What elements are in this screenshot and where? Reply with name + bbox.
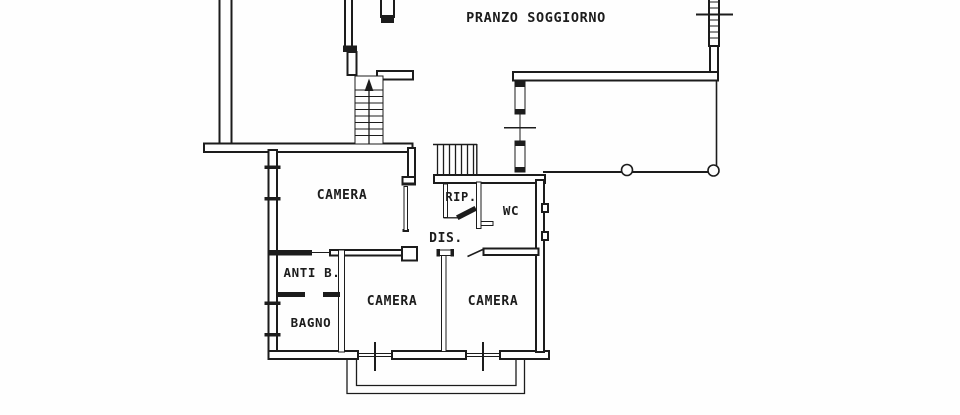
- lintel: [343, 45, 357, 52]
- wall-segment: [440, 254, 447, 353]
- room-label-hallway: DIS.: [429, 231, 463, 246]
- window-cap: [514, 141, 526, 146]
- window-tick: [264, 197, 281, 201]
- room-label-bedroom-left: CAMERA: [367, 294, 418, 309]
- wall-cap: [436, 249, 440, 257]
- wall-segment: [391, 350, 467, 360]
- staircase-entrance: [433, 143, 478, 175]
- window-tick: [264, 301, 281, 305]
- wall-segment-solid: [323, 292, 340, 297]
- door-leaf-swing: [467, 247, 486, 258]
- staircase-up: [354, 75, 384, 145]
- column: [707, 164, 720, 177]
- room-label-bathroom: BAGNO: [291, 315, 332, 330]
- wall-segment: [203, 142, 414, 153]
- room-label-bedroom-top: CAMERA: [317, 188, 368, 203]
- wall-segment: [344, 0, 353, 51]
- wall-segment: [218, 0, 233, 153]
- wall-cap: [381, 15, 394, 23]
- door-jamb-block: [401, 246, 418, 262]
- window-tick: [264, 165, 281, 169]
- window-cap: [514, 167, 526, 172]
- wall-segment: [512, 71, 719, 82]
- wall-segment-solid: [276, 292, 305, 297]
- balcony-parapet-outer: [346, 359, 526, 395]
- stair-steps: [436, 145, 475, 175]
- wall-segment: [346, 51, 358, 76]
- wall-segment: [267, 350, 359, 360]
- wall-segment: [475, 181, 482, 230]
- door-leaf-solid: [456, 206, 477, 220]
- room-label-anteroom: ANTI B.: [284, 265, 341, 280]
- column: [620, 163, 634, 177]
- solid-wall-group: [264, 15, 454, 337]
- wall-foot: [480, 221, 494, 226]
- room-label-bedroom-right: CAMERA: [468, 294, 519, 309]
- wall-segment: [433, 174, 546, 184]
- wall-shaft-notch: [541, 203, 549, 213]
- wall-segment: [380, 0, 395, 18]
- room-labels-group: PRANZO SOGGIORNO CAMERA RIP. WC DIS. ANT…: [284, 10, 606, 330]
- window-tick: [264, 333, 281, 337]
- window-cap: [514, 109, 526, 114]
- wall-cap: [450, 249, 454, 257]
- wall-segment: [482, 247, 540, 256]
- room-label-living: PRANZO SOGGIORNO: [466, 10, 606, 26]
- window-cap: [514, 82, 526, 87]
- wall-segment: [499, 350, 550, 360]
- wall-segment: [376, 70, 414, 81]
- stair-up-arrow-icon: [364, 78, 374, 91]
- wall-shaft-notch: [541, 231, 549, 241]
- balcony-parapet-inner: [355, 359, 517, 387]
- door-leaf-open: [403, 186, 408, 231]
- balcony-group: [346, 359, 526, 395]
- wall-segment: [337, 249, 346, 353]
- doors-group: [403, 186, 486, 258]
- terrace-group: [543, 80, 720, 177]
- room-label-wc: WC: [503, 203, 519, 218]
- walls-group: [203, 0, 719, 360]
- window-glazing: [708, 0, 720, 47]
- wall-segment: [535, 179, 545, 353]
- room-label-storage: RIP.: [445, 190, 476, 204]
- window-hatch: [709, 1, 719, 39]
- wall-segment-solid: [268, 250, 312, 256]
- wall-segment: [407, 147, 416, 178]
- pier-cap: [402, 182, 415, 186]
- wall-stub: [437, 249, 453, 257]
- windows-group: [312, 0, 733, 371]
